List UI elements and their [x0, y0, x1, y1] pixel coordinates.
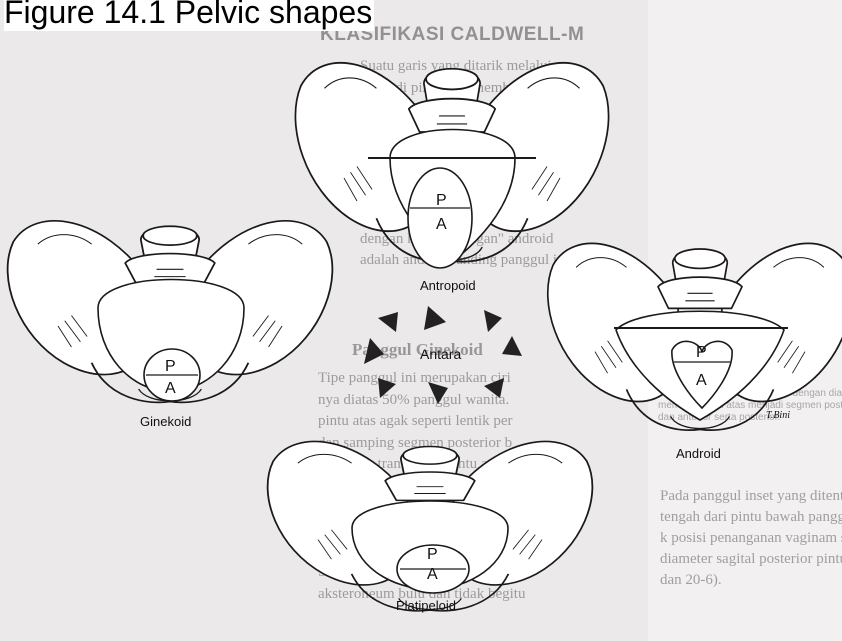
platipeloid-posterior-label: P [427, 546, 438, 564]
ginekoid-posterior-label: P [165, 358, 176, 376]
arrow-shape-8 [484, 378, 504, 398]
antropoid-posterior-label: P [436, 192, 447, 210]
platipeloid-pelvis [268, 441, 593, 610]
antropoid-label: Antropoid [420, 278, 476, 293]
android-posterior-label: P [696, 344, 707, 362]
android-anterior-label: A [696, 372, 707, 390]
arrow-shape-4 [502, 336, 522, 356]
android-pelvis [548, 243, 842, 430]
page-title: Figure 14.1 Pelvic shapes [4, 0, 374, 31]
arrow-shape-1 [378, 312, 398, 332]
antropoid-anterior-label: A [436, 216, 447, 234]
antropoid-pelvis [295, 63, 608, 268]
ginekoid-label: Ginekoid [140, 414, 191, 429]
arrow-shape-3 [484, 310, 502, 332]
arrow-shape-2 [424, 306, 446, 330]
arrow-shape-6 [378, 378, 396, 398]
platipeloid-label: Platipeloid [396, 598, 456, 613]
antara-label: Antara [420, 346, 461, 362]
arrow-shape-7 [428, 382, 448, 404]
android-label: Android [676, 446, 721, 461]
ginekoid-anterior-label: A [165, 380, 176, 398]
illustrator-signature: T.Bini [766, 410, 790, 421]
platipeloid-anterior-label: A [427, 566, 438, 584]
arrow-shape-5 [364, 338, 384, 364]
